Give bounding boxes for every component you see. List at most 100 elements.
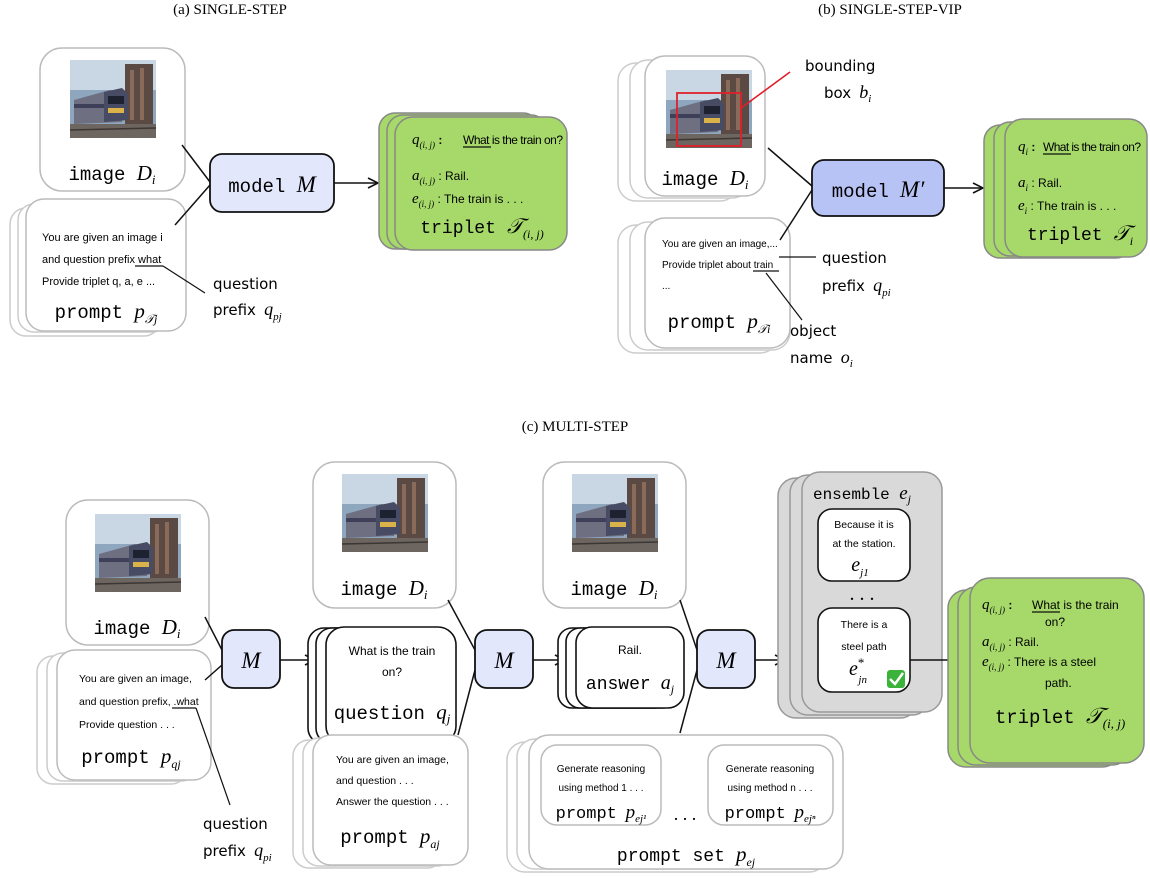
prompt-word: prompt [668,312,736,334]
prompt-sub: 𝒯j [145,312,158,326]
svg-text:ensemble ej: ensemble ej [813,483,912,506]
qprefix-var: q [254,840,263,860]
triplet-a-text: Rail. [1038,176,1062,190]
e1-text-2: at the station. [832,538,895,550]
prompt-set-stack: Generate reasoning using method 1 . . . … [506,734,844,873]
svg-text:qi :: qi : [1018,139,1035,158]
image-label: image [93,618,150,640]
bounding-box [676,92,742,147]
qprefix-line1: question [822,249,887,267]
triplet-a-text: Rail. [445,169,469,183]
triplet-e-sub: (i, j) [419,199,435,209]
bbox-sub: i [868,93,871,105]
answer-var: a [661,672,671,694]
e1-var: e [851,554,860,576]
svg-text:model M: model M [228,172,317,198]
triplet-a-sub: (i, j) [420,176,436,186]
title-multi-step: (c) MULTI-STEP [522,419,629,435]
prompt-set-sub: ej [746,855,755,869]
svg-text:triplet 𝒯i: triplet 𝒯i [1027,221,1137,248]
ensemble-stack: ensemble ej Because it is at the station… [777,471,943,719]
prompt-line-3: Provide triplet q, a, e ... [42,276,155,288]
image-sub: i [177,626,181,641]
qprefix-line2: prefix [822,277,865,295]
triplet-a-text: Rail. [1015,635,1039,649]
svg-text:ei : The train is . .: ei : The train is . . . [1018,198,1116,217]
image-label: image [570,579,627,601]
model-var: M [296,172,318,197]
svg-text:answer aj: answer aj [586,672,675,696]
prompt-line-3: ... [662,281,670,292]
image-card-2: image Di [312,461,457,609]
qprefix-var: q [873,275,882,295]
triplet-label: triplet [420,219,496,239]
question-label: question [334,703,425,725]
svg-text:e(i, j) : There is a: e(i, j) : There is a steel [982,654,1096,673]
prompt-line-2: and question prefix what [42,254,161,266]
prompt-line-2: and question prefix, .what [79,696,199,708]
svg-text:image Di: image Di [68,161,155,187]
title-single-step-vip: (b) SINGLE-STEP-VIP [818,2,962,18]
prompt-e1-line-2: using method 1 . . . [558,783,643,794]
prompt-line-3: Provide question . . . [79,719,175,731]
prompt-line-1: You are given an image, [336,754,449,766]
svg-text:prefix qpi: prefix qpi [203,840,272,864]
prompt-sub: aj [430,837,440,851]
ensemble-var: e [899,483,907,504]
en-text-2: steel path [841,641,887,653]
svg-text:prompt pejⁿ: prompt pejⁿ [725,802,816,825]
object-line2: name [790,349,833,367]
svg-text:triplet 𝒯(i, j): triplet 𝒯(i, j) [995,703,1125,731]
model-box: model M′ [811,159,945,217]
ensemble-label: ensemble [813,486,890,504]
prompt-line-1: You are given an image,... [662,239,778,250]
prompt-word: prompt [55,302,123,324]
en-sub: jn [856,674,867,686]
checkmark-icon [887,670,905,688]
image-sub: i [745,177,749,192]
triplet-q-text-2: on? [1045,615,1065,629]
svg-text:a(i, j) : Rail.: a(i, j) : Rail. [412,168,469,187]
prompt-line-2: Provide triplet about train [662,260,773,271]
model-var: M [493,648,515,673]
object-sub: i [850,358,853,370]
prompt-var: p [745,309,758,333]
triplet-sub: i [1130,234,1133,248]
image-card-3: image Di [542,461,687,609]
triplet-stack: qi : What is the train on? ai : Rail. ei… [983,118,1148,259]
qprefix-var: q [264,299,273,319]
prompt-word: prompt [81,747,149,769]
triplet-q-text-1: What is the train [1032,598,1119,612]
svg-text:prefix qpj: prefix qpj [213,299,282,323]
model-box-3: M [696,629,756,689]
panel-c: image Di You are given an image, and que… [36,461,1145,873]
svg-text:prompt p𝒯j: prompt p𝒯j [55,299,158,326]
svg-text:prompt p𝒯i: prompt p𝒯i [668,309,771,336]
model-label: model [228,176,285,198]
image-label: image [661,169,718,191]
en-var: e [849,658,858,680]
train-image [571,473,659,553]
svg-text:q(i, j) :: q(i, j) : [412,132,442,151]
vdots: . . . [850,583,875,605]
svg-text:box bi: box bi [824,82,871,105]
svg-text:e*jn: e*jn [849,655,867,686]
triplet-e-text-1: There is a steel [1014,655,1096,669]
qprefix-line1: question [213,275,278,293]
question-stack: What is the train on? question qj [307,626,457,745]
qprefix-line2: prefix [203,842,246,860]
triplet-q-text: What is the train on? [1043,140,1141,154]
svg-text:prompt pej¹: prompt pej¹ [556,802,647,825]
en-text-1: There is a [841,619,888,631]
prompt-a-stack: You are given an image, and question . .… [292,734,469,869]
model-var: M [240,648,262,673]
image-stack: image Di [617,55,766,202]
prompt-var: p [132,299,145,323]
model-box: model M [209,153,335,213]
triplet-e-text-2: path. [1045,676,1072,690]
panel-a: image Di You are given an image i and qu… [9,47,568,337]
question-var: q [436,700,447,724]
prompt-line-1: You are given an image i [42,232,163,244]
question-text-1: What is the train [349,644,436,658]
svg-text:prompt paj: prompt paj [340,824,440,851]
